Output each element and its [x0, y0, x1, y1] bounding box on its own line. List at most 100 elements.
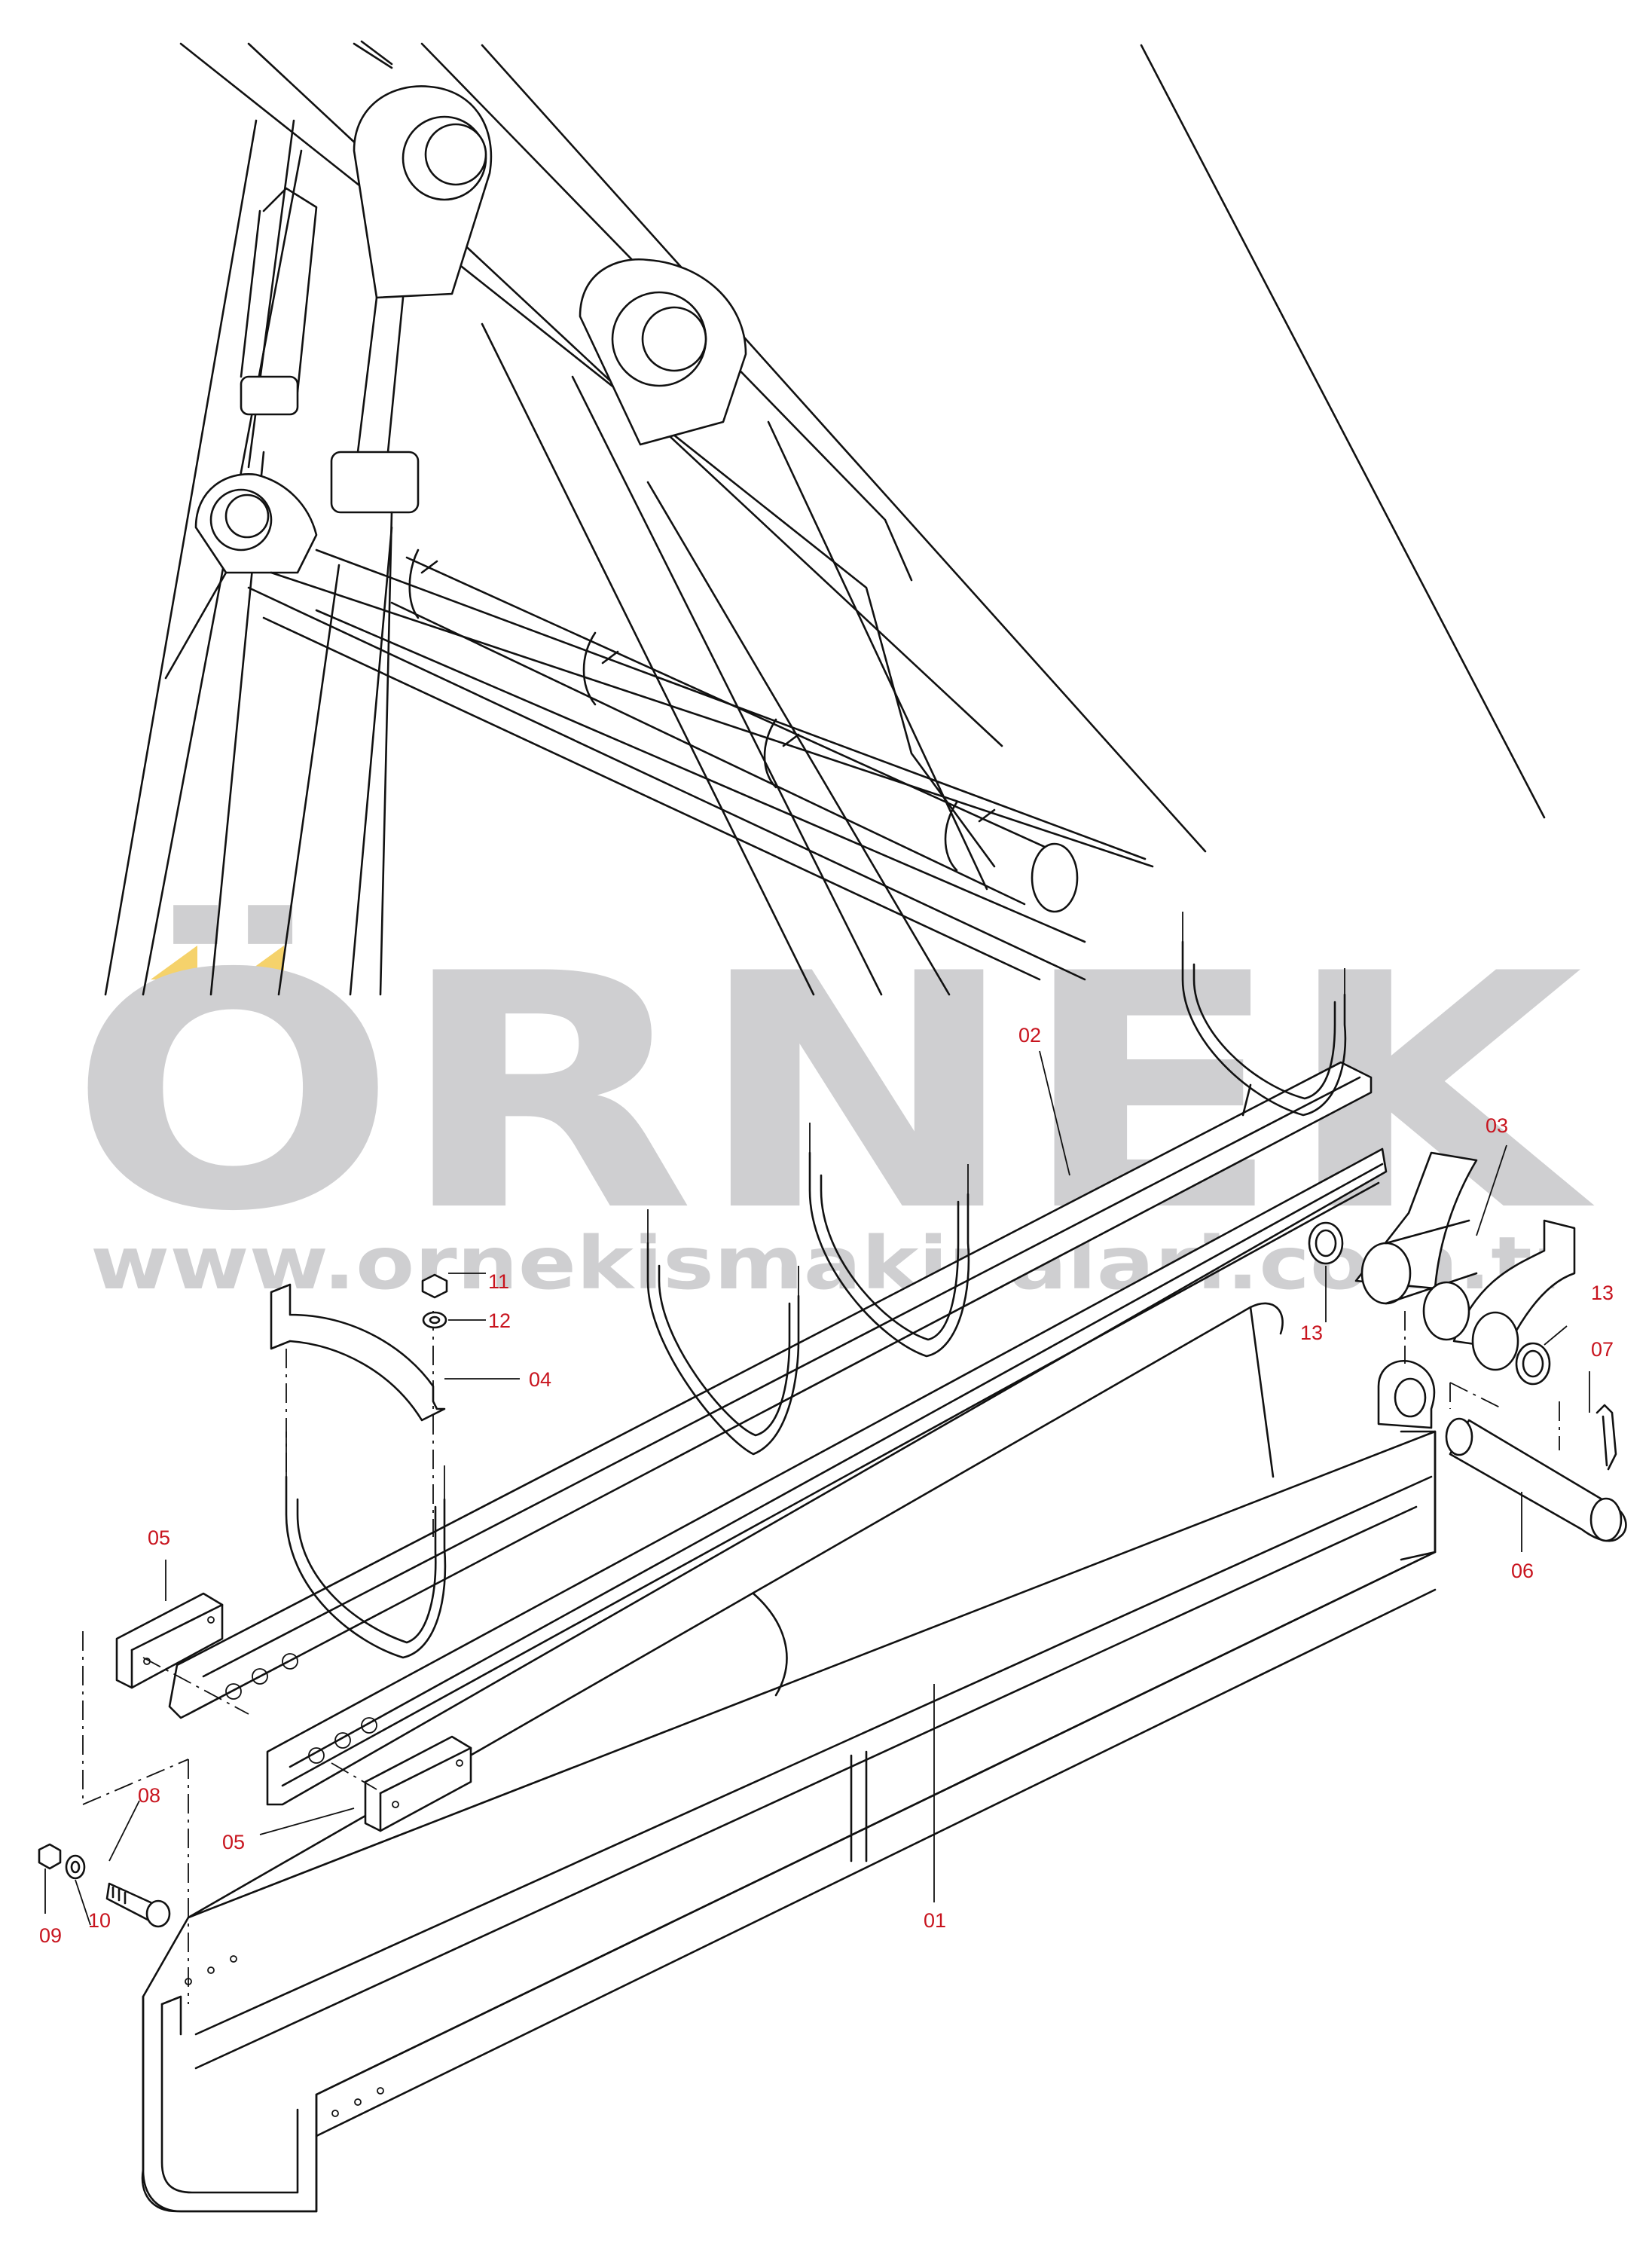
part-13-washers — [1308, 1221, 1551, 1386]
callout-03: 03 — [1486, 1114, 1508, 1137]
boom-rail — [164, 571, 227, 680]
eye-bracket-pin — [424, 123, 487, 186]
main-cylinder-line — [646, 481, 951, 996]
hinge-bushing — [1471, 1311, 1519, 1371]
spacer-hole — [456, 1759, 463, 1767]
tray-outer-wall — [141, 1430, 1437, 2213]
cylinder-rod — [262, 187, 318, 393]
nut-11 — [421, 1273, 448, 1299]
leader-lines — [44, 1050, 1590, 1926]
rail-holes — [225, 1653, 377, 1764]
pin-head — [1445, 1417, 1473, 1456]
main-cylinder-line — [571, 375, 883, 996]
callout-07: 07 — [1591, 1338, 1614, 1361]
boom-rail — [277, 564, 340, 996]
hinge-tube-left — [1360, 1242, 1412, 1305]
tray-back-edge — [1249, 1306, 1275, 1478]
callout-08: 08 — [138, 1784, 160, 1807]
tray-rear-wall-top — [187, 1302, 1284, 1919]
tray-lip — [315, 1588, 1437, 2137]
hinge-tube — [1385, 1219, 1470, 1245]
callout-labels: 01 02 03 04 05 05 06 07 08 09 10 11 12 1… — [39, 1024, 1614, 1947]
lower-eye-bracket-pin — [224, 493, 270, 539]
gas-strut-line — [379, 511, 393, 996]
saddle-clamp — [270, 1283, 446, 1422]
frame-line — [420, 42, 913, 582]
part-07-cotter-pin — [1596, 1404, 1617, 1471]
frame-line — [353, 42, 393, 69]
callout-12: 12 — [488, 1309, 511, 1332]
tray-floor-line — [194, 1505, 1418, 2070]
part-11-12-nut-washer — [421, 1273, 448, 1329]
tray-floor-line — [194, 1475, 1433, 2036]
spacer-block-edge — [130, 1603, 224, 1652]
installed-tray-edge — [247, 586, 1086, 981]
hinge-tube-right — [1422, 1281, 1470, 1341]
washer-12-hole — [429, 1315, 441, 1325]
frame-line — [481, 44, 1207, 853]
gas-strut-body — [330, 451, 420, 514]
tray-end-tab — [160, 1995, 182, 2036]
callout-09: 09 — [39, 1924, 62, 1947]
spacer-block-edge — [379, 1746, 472, 1795]
u-bolt — [808, 1151, 970, 1358]
u-bolt-inner — [820, 1174, 960, 1341]
part-08-09-10-fasteners — [38, 1631, 189, 2004]
tray-pivot-hole — [1394, 1377, 1427, 1418]
u-bolt — [646, 1242, 800, 1456]
installed-tray-edge — [315, 609, 1086, 943]
u-bolt-inner — [1192, 963, 1336, 1100]
cylinder-collar — [240, 375, 299, 416]
callout-05-upper: 05 — [148, 1526, 170, 1549]
callout-11: 11 — [488, 1270, 509, 1293]
boom-rail — [104, 119, 258, 996]
rail-upper-line — [202, 1076, 1361, 1678]
part-05-spacer-blocks — [115, 1592, 472, 1832]
tray-holes — [185, 1955, 384, 2117]
umlaut-accent-right — [237, 946, 284, 979]
callout-05-lower: 05 — [222, 1831, 245, 1853]
installed-pipe — [405, 556, 1056, 853]
nut-09 — [38, 1843, 62, 1870]
u-bolt-threads — [286, 912, 1345, 1499]
gas-strut-rod — [386, 296, 405, 454]
spacer-hole — [207, 1616, 215, 1624]
cotter-pin — [1602, 1415, 1608, 1467]
spacer-hole — [392, 1801, 399, 1808]
watermark-url: www.ornekismakinalari.com.tr — [90, 1221, 1575, 1306]
callout-13-right: 13 — [1591, 1282, 1614, 1304]
boom-rail — [142, 149, 303, 996]
main-cylinder-line — [481, 322, 815, 996]
cotter-pin — [1596, 1404, 1617, 1471]
callout-04: 04 — [529, 1368, 551, 1391]
callout-13-left: 13 — [1300, 1322, 1323, 1344]
hinge-assembly-axes — [1404, 1311, 1560, 1450]
callout-01: 01 — [924, 1909, 946, 1932]
u-bolts — [285, 912, 1347, 1659]
installed-assembly-view — [104, 40, 1546, 996]
u-bolt-inner — [658, 1264, 791, 1437]
callout-02: 02 — [1018, 1024, 1041, 1047]
main-cylinder-eye-pin — [641, 306, 707, 372]
u-bolt — [285, 1475, 447, 1659]
rail-upper-line — [1241, 1083, 1252, 1117]
pin-end — [1589, 1497, 1623, 1542]
tray-end-left-inner — [160, 2003, 299, 2194]
installed-pipe — [390, 601, 1026, 906]
installed-tray-edge — [262, 616, 1041, 981]
umlaut-accent-left — [151, 946, 197, 979]
u-bolt-inner — [296, 1498, 437, 1644]
tray-seam — [752, 1592, 788, 1697]
tray-end-right — [1400, 1430, 1437, 1561]
boom-rail — [349, 526, 393, 996]
gas-strut-rod — [356, 296, 378, 454]
installed-tray-edge — [270, 571, 1154, 868]
washer-10-hole — [70, 1860, 81, 1874]
callout-06: 06 — [1511, 1560, 1534, 1582]
washer-hole — [1315, 1229, 1337, 1257]
washer-hole — [1522, 1349, 1544, 1378]
rail-lower-line — [289, 1163, 1384, 1768]
part-03-hinge-bracket — [1354, 1151, 1576, 1371]
assembly-axis — [82, 1759, 189, 1805]
